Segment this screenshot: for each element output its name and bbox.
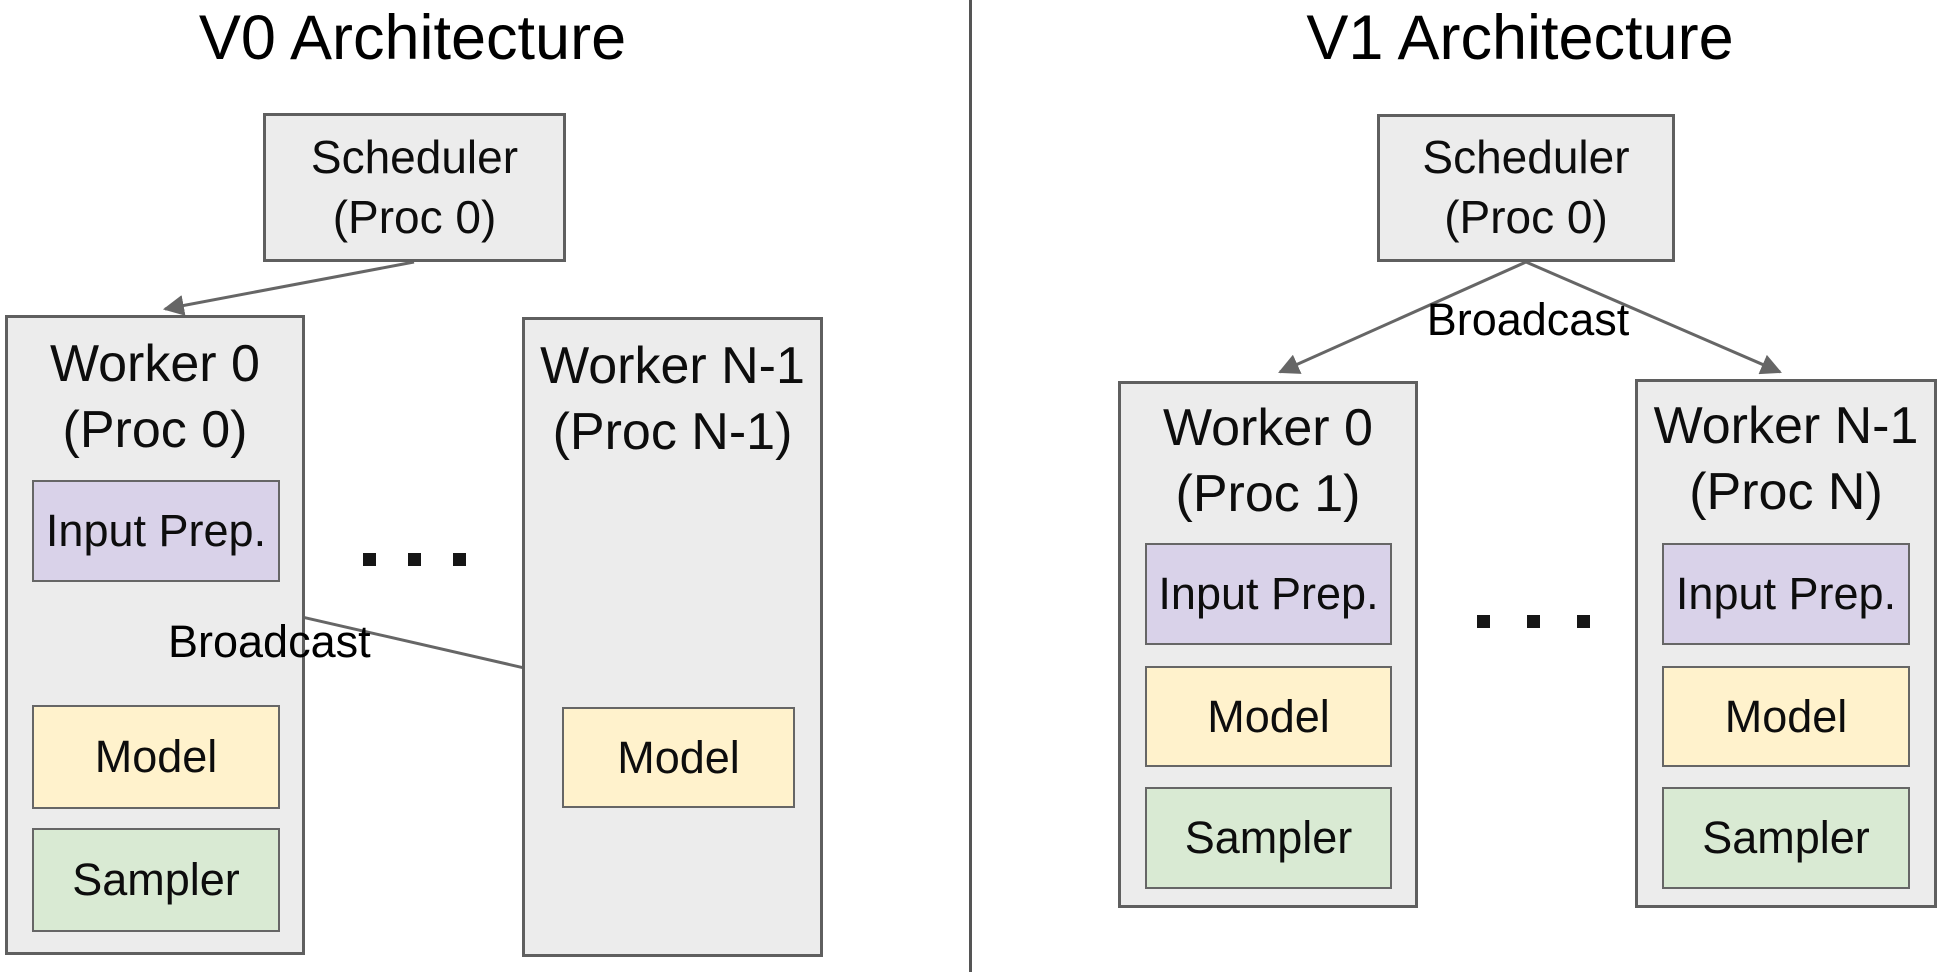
v0-workern1-model-box: Model (562, 707, 795, 808)
v1-architecture-title: V1 Architecture (1306, 3, 1734, 73)
v0-worker0-model-box: Model (32, 705, 280, 809)
ellipsis-dot (1527, 615, 1540, 628)
v1-worker0-model-box: Model (1145, 666, 1392, 767)
v1-worker0-name: Worker 0 (1163, 399, 1373, 457)
ellipsis-dot (408, 553, 421, 566)
v1-scheduler-name: Scheduler (1422, 131, 1630, 184)
ellipsis-dot (363, 553, 376, 566)
v0-ellipsis (363, 553, 498, 566)
v0-broadcast-label: Broadcast (168, 616, 371, 667)
v0-scheduler-proc: (Proc 0) (332, 190, 497, 243)
v0-scheduler-box: Scheduler (Proc 0) (263, 113, 566, 262)
ellipsis-dot (1577, 615, 1590, 628)
v0-worker0-name: Worker 0 (50, 335, 260, 393)
v1-ellipsis (1477, 615, 1627, 628)
v0-worker0-input-prep-box: Input Prep. (32, 480, 280, 582)
v0-scheduler-to-worker0-arrow (162, 260, 415, 316)
v1-scheduler-box: Scheduler (Proc 0) (1377, 114, 1675, 262)
v1-workern1-proc: (Proc N) (1689, 462, 1883, 521)
v1-worker0-sampler-box: Sampler (1145, 787, 1392, 889)
v1-scheduler-proc: (Proc 0) (1444, 191, 1608, 243)
v0-architecture-title: V0 Architecture (198, 3, 627, 73)
v0-workern1-box: Worker N-1 (Proc N-1) (522, 317, 823, 957)
ellipsis-dot (453, 553, 466, 566)
ellipsis-dot (1477, 615, 1490, 628)
v0-worker0-sampler-box: Sampler (32, 828, 280, 932)
v0-workern1-name: Worker N-1 (540, 337, 805, 395)
v1-workern1-input-prep-box: Input Prep. (1662, 543, 1910, 645)
v0-workern1-proc: (Proc N-1) (552, 402, 793, 461)
v1-workern1-model-box: Model (1662, 666, 1910, 767)
v1-broadcast-label: Broadcast (1426, 294, 1630, 345)
v1-workern1-sampler-box: Sampler (1662, 787, 1910, 889)
v0-worker0-proc: (Proc 0) (62, 400, 248, 459)
panel-divider (969, 0, 972, 972)
v1-worker0-input-prep-box: Input Prep. (1145, 543, 1392, 645)
v1-worker0-proc: (Proc 1) (1175, 464, 1361, 523)
v1-workern1-name: Worker N-1 (1653, 397, 1919, 455)
v0-scheduler-name: Scheduler (310, 130, 519, 183)
